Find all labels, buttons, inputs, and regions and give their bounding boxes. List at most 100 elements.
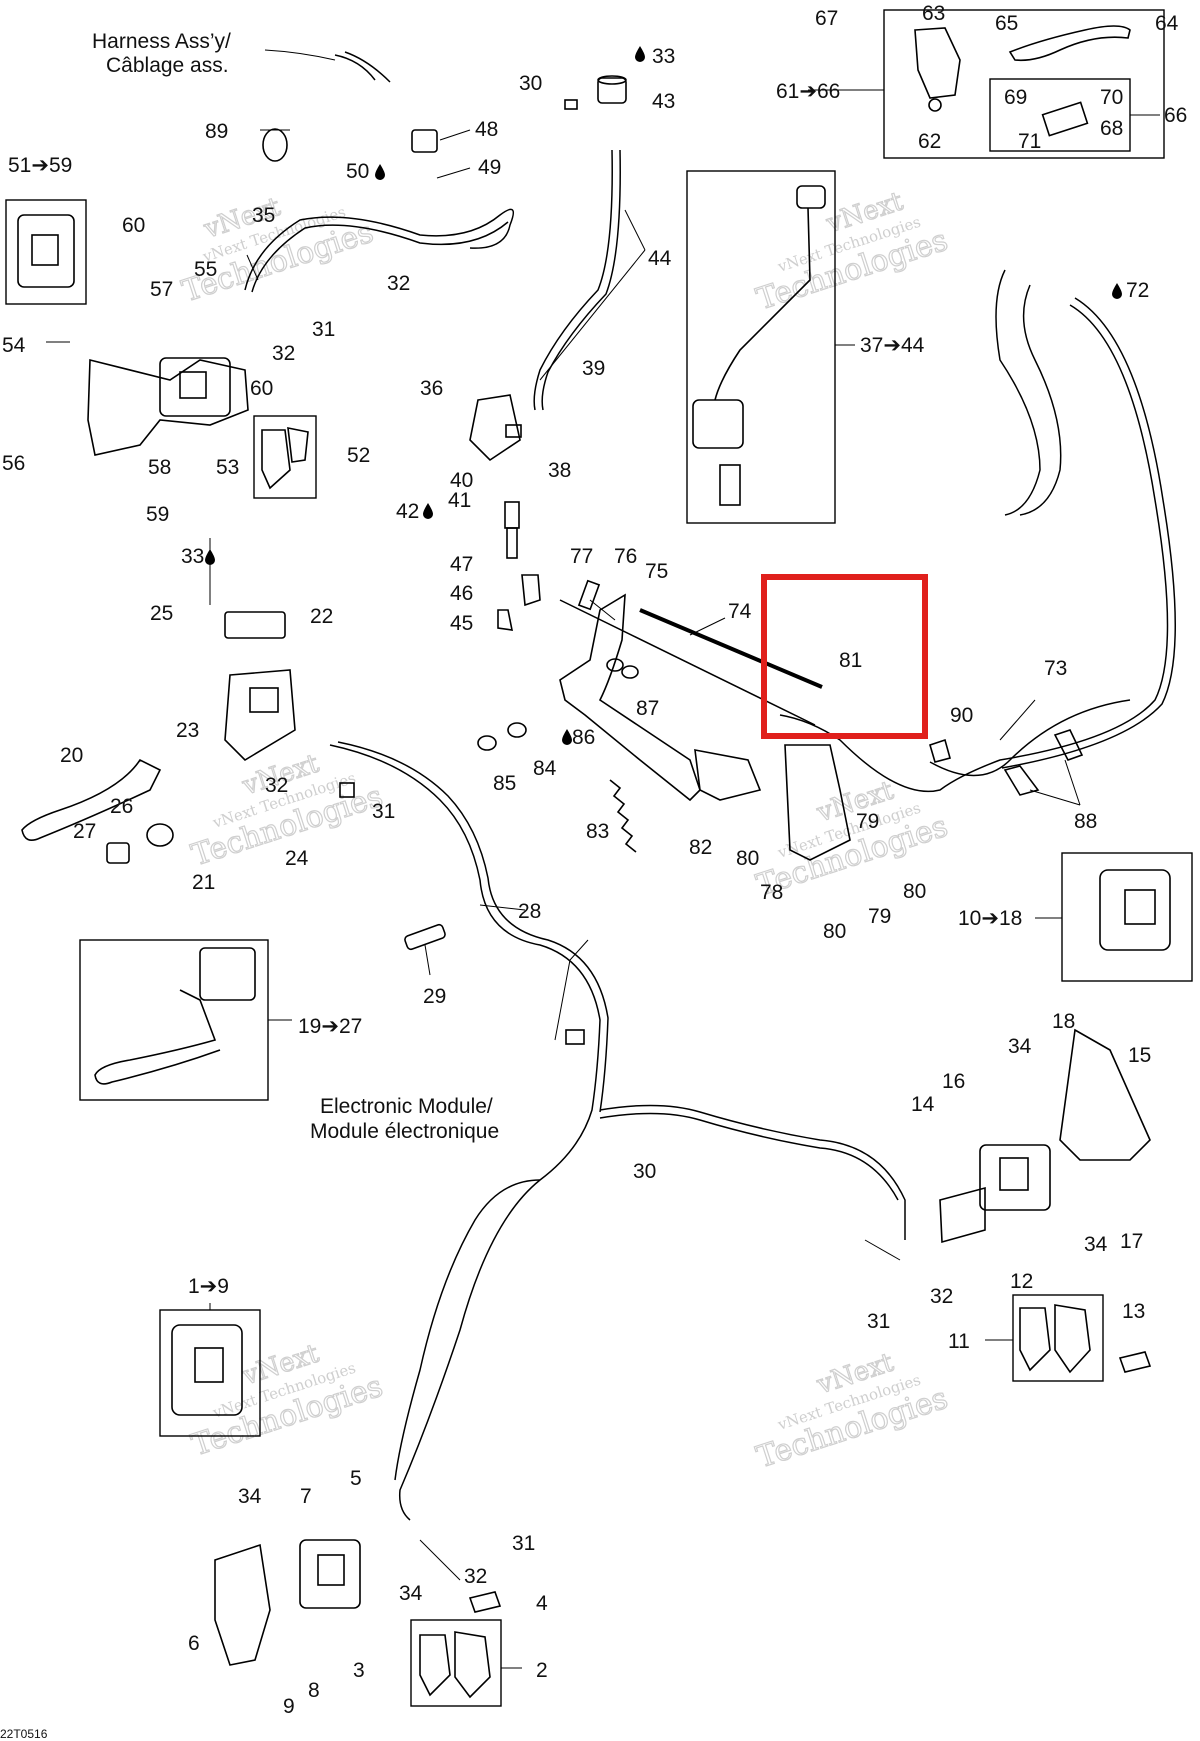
callout-label: 32	[265, 774, 288, 797]
callout-label: 60	[122, 214, 145, 237]
caption-harness-fr: Câblage ass.	[106, 54, 229, 77]
lever-kit-68	[1041, 101, 1089, 137]
caliper-piston	[939, 1186, 986, 1244]
inset-hose	[714, 207, 811, 401]
callout-label: 75	[645, 560, 668, 583]
hose-44-edge	[541, 149, 621, 411]
hose-72-edge	[1001, 297, 1176, 769]
bolt-30	[564, 99, 578, 110]
leader-88b	[1029, 789, 1081, 806]
spring-83	[609, 779, 637, 853]
callout-label: 18	[1052, 1010, 1075, 1033]
inset-box-pads-2	[410, 1619, 502, 1707]
leader-48	[439, 129, 471, 141]
callout-label: 64	[1155, 12, 1179, 35]
callout-label: 80	[903, 880, 926, 903]
callout-label: 24	[285, 847, 309, 870]
callout-label: 70	[1100, 86, 1123, 109]
callout-label: 34	[1084, 1233, 1108, 1256]
callout-label: 32	[387, 272, 410, 295]
callout-label: 2	[536, 1659, 548, 1682]
callout-label: 25	[150, 602, 173, 625]
callout-label: 84	[533, 757, 557, 780]
caliper-10	[1099, 869, 1171, 951]
callout-label: 51➔59	[8, 154, 72, 177]
callout-label: 73	[1044, 657, 1067, 680]
callout-label: 44	[648, 247, 672, 270]
callout-label: 42	[396, 500, 419, 523]
callout-label: 11	[948, 1330, 970, 1353]
inset-box-lever-assembly	[883, 9, 1165, 159]
inset-lever-19	[94, 989, 221, 1085]
caliper-window	[179, 371, 207, 399]
fluid-drop-icon	[635, 46, 645, 62]
leader-88a	[1064, 759, 1081, 806]
callout-label: 59	[146, 503, 169, 526]
callout-label: 55	[194, 258, 217, 281]
callout-label: 20	[60, 744, 83, 767]
callout-label: 86	[572, 726, 595, 749]
leader-28	[479, 904, 526, 911]
callout-label: 48	[475, 118, 498, 141]
callout-label: 1➔9	[188, 1275, 229, 1298]
hose-lines	[244, 51, 1176, 1521]
callout-label: 61➔66	[776, 80, 840, 103]
callout-label: 80	[823, 920, 846, 943]
callout-label: 23	[176, 719, 199, 742]
callout-label: 30	[633, 1160, 656, 1183]
oring-26	[146, 823, 174, 847]
caliper-1	[171, 1324, 243, 1416]
callout-label: 27	[73, 820, 96, 843]
inset-master-19	[199, 947, 256, 1001]
brake-pedal-82	[559, 593, 701, 802]
fluid-drop-icon	[205, 549, 215, 565]
hose-44	[533, 149, 613, 411]
banjo-bolt-31	[339, 782, 355, 798]
washer-84	[507, 722, 527, 738]
callout-label: 31	[512, 1532, 535, 1555]
hose-front-right	[599, 1104, 906, 1240]
pad-2b	[454, 1631, 491, 1699]
pad-11b	[1054, 1304, 1091, 1374]
guide-88a	[1053, 729, 1084, 761]
clip-90	[929, 738, 951, 763]
caliper-bracket-6	[214, 1543, 271, 1666]
callout-label: 56	[2, 452, 25, 475]
caption-module-en: Electronic Module/	[320, 1095, 493, 1118]
callout-label: 52	[347, 444, 370, 467]
callout-label: 34	[238, 1485, 262, 1508]
callout-label: 90	[950, 704, 973, 727]
handlebar-outline	[1019, 284, 1062, 516]
callout-label: 89	[205, 120, 228, 143]
callout-label: 37➔44	[860, 334, 925, 357]
leader-49	[436, 167, 471, 179]
oring-87b	[621, 665, 639, 679]
callout-label: 32	[272, 342, 295, 365]
harness-wire	[344, 51, 391, 83]
clamp-89	[262, 128, 288, 162]
fluid-drop-icon	[375, 164, 385, 180]
callout-label: 47	[450, 553, 473, 576]
reservoir-43	[597, 77, 627, 104]
callout-label: 83	[586, 820, 609, 843]
watermark-topright: vNext Technologies vNext Technologies	[752, 186, 953, 318]
highlight-box	[761, 574, 928, 739]
callout-label: 62	[918, 130, 941, 153]
callout-label: 54	[2, 334, 26, 357]
leader-29	[424, 944, 431, 976]
guide-88b	[1003, 765, 1040, 796]
callout-label: 9	[283, 1695, 295, 1718]
callout-label: 72	[1126, 279, 1149, 302]
leader-module	[554, 939, 589, 1041]
callout-label: 14	[911, 1093, 935, 1116]
leader-44b	[539, 249, 646, 381]
callout-label: 66	[1164, 104, 1187, 127]
hose-35-edge	[251, 221, 509, 293]
callout-label: 10➔18	[958, 907, 1022, 930]
callout-label: 76	[614, 545, 637, 568]
callout-label: 15	[1128, 1044, 1151, 1067]
lever-20	[21, 758, 162, 841]
callout-label: 34	[399, 1582, 423, 1605]
watermark-midleft: vNext Technologies vNext Technologies	[187, 748, 388, 874]
callout-label: 31	[867, 1310, 890, 1333]
